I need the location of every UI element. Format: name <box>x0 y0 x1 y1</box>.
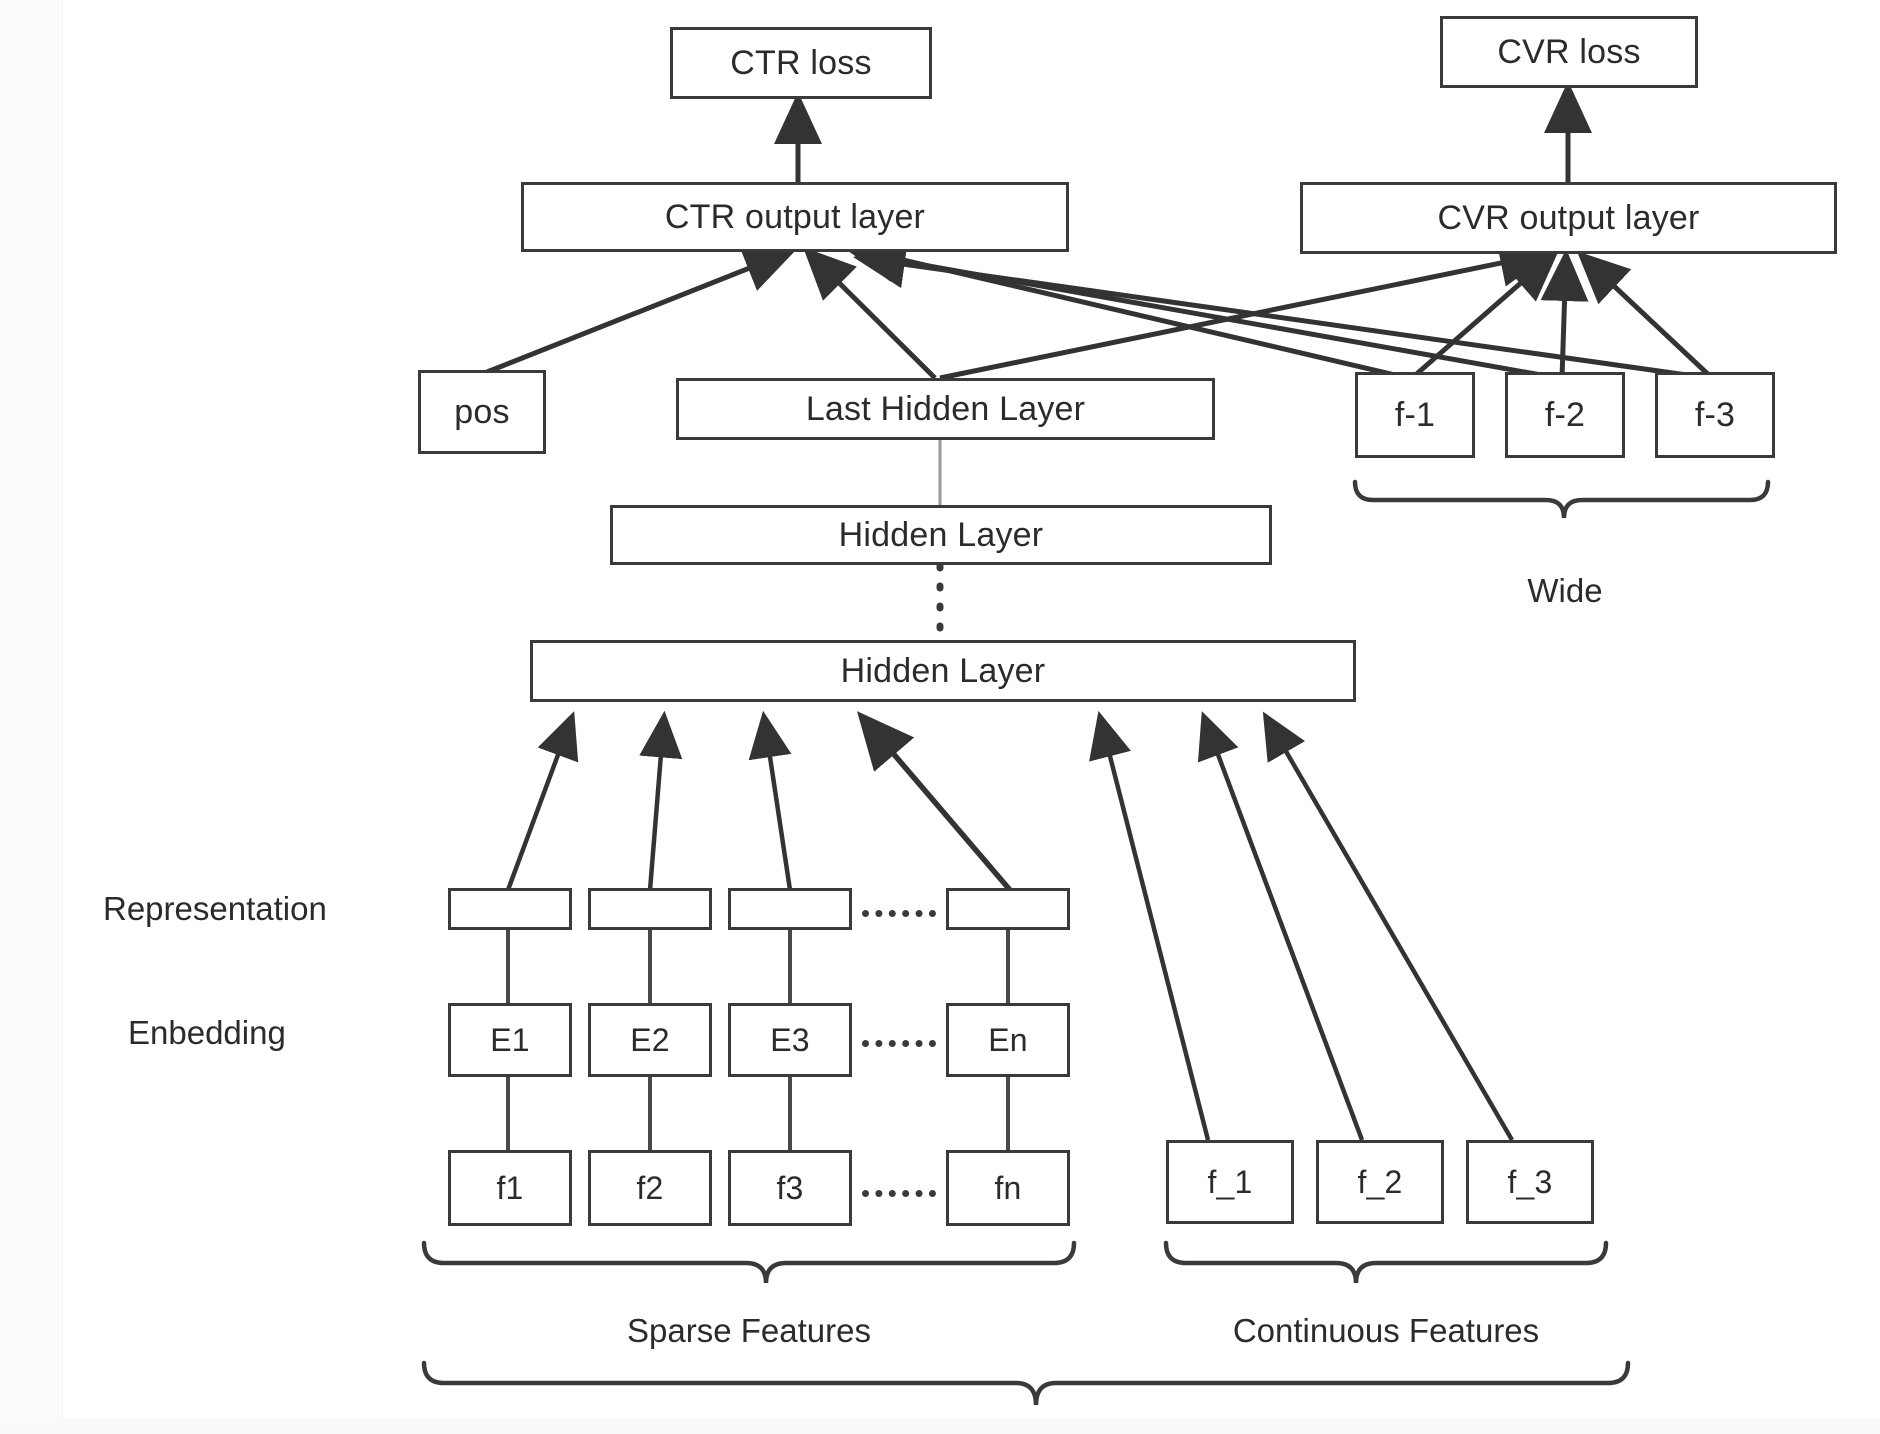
embedding-box-en[interactable]: En <box>946 1003 1070 1077</box>
hidden-layer-upper-label: Hidden Layer <box>838 515 1044 554</box>
representation-box-n[interactable] <box>946 888 1070 930</box>
wide-feature-label-f-2: f-2 <box>1544 395 1586 434</box>
wide-group-label: Wide <box>1527 572 1603 609</box>
edge-fc1-to-hidden-lower <box>1089 710 1211 1141</box>
ctr-output-layer-box[interactable]: CTR output layer <box>521 182 1069 252</box>
edge-f3wide-to-cvr-output <box>1576 251 1714 380</box>
left-edge-strip <box>0 0 63 1434</box>
representation-box-1[interactable] <box>448 888 572 930</box>
bracket-continuous-features <box>1163 1240 1609 1284</box>
edge-rep2-to-hidden-lower <box>639 710 683 891</box>
sparse-feature-box-f2[interactable]: f2 <box>588 1150 712 1226</box>
embedding-row-ellipsis <box>862 1040 936 1047</box>
edge-repn-to-hidden-lower <box>856 711 1013 892</box>
continuous-feature-box-f_1[interactable]: f_1 <box>1166 1140 1294 1224</box>
continuous-feature-label-f_3: f_3 <box>1507 1163 1553 1200</box>
embedding-label-e2: E2 <box>630 1021 670 1058</box>
continuous-feature-box-f_2[interactable]: f_2 <box>1316 1140 1444 1224</box>
edge-pos-to-ctr-output <box>486 246 797 375</box>
edge-fc2-to-hidden-lower <box>1197 711 1365 1141</box>
edge-f2wide-to-ctr-output <box>849 237 1559 381</box>
representation-box-2[interactable] <box>588 888 712 930</box>
bracket-wide <box>1352 479 1771 519</box>
edge-rep3-to-hidden-lower <box>748 710 793 891</box>
edge-f2wide-to-cvr-output <box>1540 249 1589 379</box>
edge-f3wide-to-ctr-output <box>853 240 1709 381</box>
embedding-box-e2[interactable]: E2 <box>588 1003 712 1077</box>
cvr-output-layer-box[interactable]: CVR output layer <box>1300 182 1837 254</box>
embedding-box-e1[interactable]: E1 <box>448 1003 572 1077</box>
bracket-all-features <box>421 1360 1631 1406</box>
wide-feature-box-f-2[interactable]: f-2 <box>1505 372 1625 458</box>
edge-fc3-to-hidden-lower <box>1262 711 1514 1142</box>
sparse-row-ellipsis <box>862 1190 936 1197</box>
last-hidden-layer-box[interactable]: Last Hidden Layer <box>676 378 1215 440</box>
wide-feature-box-f-1[interactable]: f-1 <box>1355 372 1475 458</box>
wide-feature-label-f-1: f-1 <box>1394 395 1436 434</box>
hidden-layer-lower-label: Hidden Layer <box>840 651 1046 690</box>
embedding-label-e3: E3 <box>770 1021 810 1058</box>
sparse-feature-label-fn: fn <box>994 1169 1022 1206</box>
sparse-feature-label-f3: f3 <box>776 1169 804 1206</box>
sparse-feature-label-f2: f2 <box>636 1169 664 1206</box>
continuous-feature-box-f_3[interactable]: f_3 <box>1466 1140 1594 1224</box>
sparse-feature-box-fn[interactable]: fn <box>946 1150 1070 1226</box>
representation-box-3[interactable] <box>728 888 852 930</box>
cvr-output-layer-label: CVR output layer <box>1437 198 1700 237</box>
edge-f1wide-to-cvr-output <box>1410 249 1560 380</box>
bracket-sparse-features <box>421 1240 1077 1284</box>
embedding-label-en: En <box>988 1021 1028 1058</box>
sparse-feature-box-f1[interactable]: f1 <box>448 1150 572 1226</box>
cvr-loss-box[interactable]: CVR loss <box>1440 16 1698 88</box>
bottom-edge-strip <box>0 1418 1880 1434</box>
sparse-feature-label-f1: f1 <box>496 1169 524 1206</box>
row-label-representation: Representation <box>103 890 327 927</box>
cvr-loss-label: CVR loss <box>1497 32 1641 71</box>
embedding-label-e1: E1 <box>490 1021 530 1058</box>
sparse-features-group-label: Sparse Features <box>627 1312 871 1349</box>
ctr-loss-box[interactable]: CTR loss <box>670 27 932 99</box>
continuous-feature-label-f_2: f_2 <box>1357 1163 1403 1200</box>
ctr-output-layer-label: CTR output layer <box>664 197 926 236</box>
hidden-layer-lower-box[interactable]: Hidden Layer <box>530 640 1356 702</box>
edge-lasthidden-to-cvr-output <box>939 239 1552 381</box>
pos-label: pos <box>454 392 510 431</box>
hidden-layer-upper-box[interactable]: Hidden Layer <box>610 505 1272 565</box>
continuous-features-group-label: Continuous Features <box>1232 1312 1540 1349</box>
last-hidden-layer-label: Last Hidden Layer <box>805 389 1086 428</box>
edge-rep1-to-hidden-lower <box>505 711 579 891</box>
sparse-feature-box-f3[interactable]: f3 <box>728 1150 852 1226</box>
wide-feature-label-f-3: f-3 <box>1694 395 1736 434</box>
pos-box[interactable]: pos <box>418 370 546 454</box>
wide-feature-box-f-3[interactable]: f-3 <box>1655 372 1775 458</box>
edge-f1wide-to-ctr-output <box>845 234 1409 381</box>
ctr-loss-label: CTR loss <box>730 43 872 82</box>
edge-lasthidden-to-ctr-output <box>803 247 937 380</box>
embedding-box-e3[interactable]: E3 <box>728 1003 852 1077</box>
representation-row-ellipsis <box>862 910 936 917</box>
continuous-feature-label-f_1: f_1 <box>1207 1163 1253 1200</box>
row-label-embedding: Enbedding <box>128 1014 286 1051</box>
